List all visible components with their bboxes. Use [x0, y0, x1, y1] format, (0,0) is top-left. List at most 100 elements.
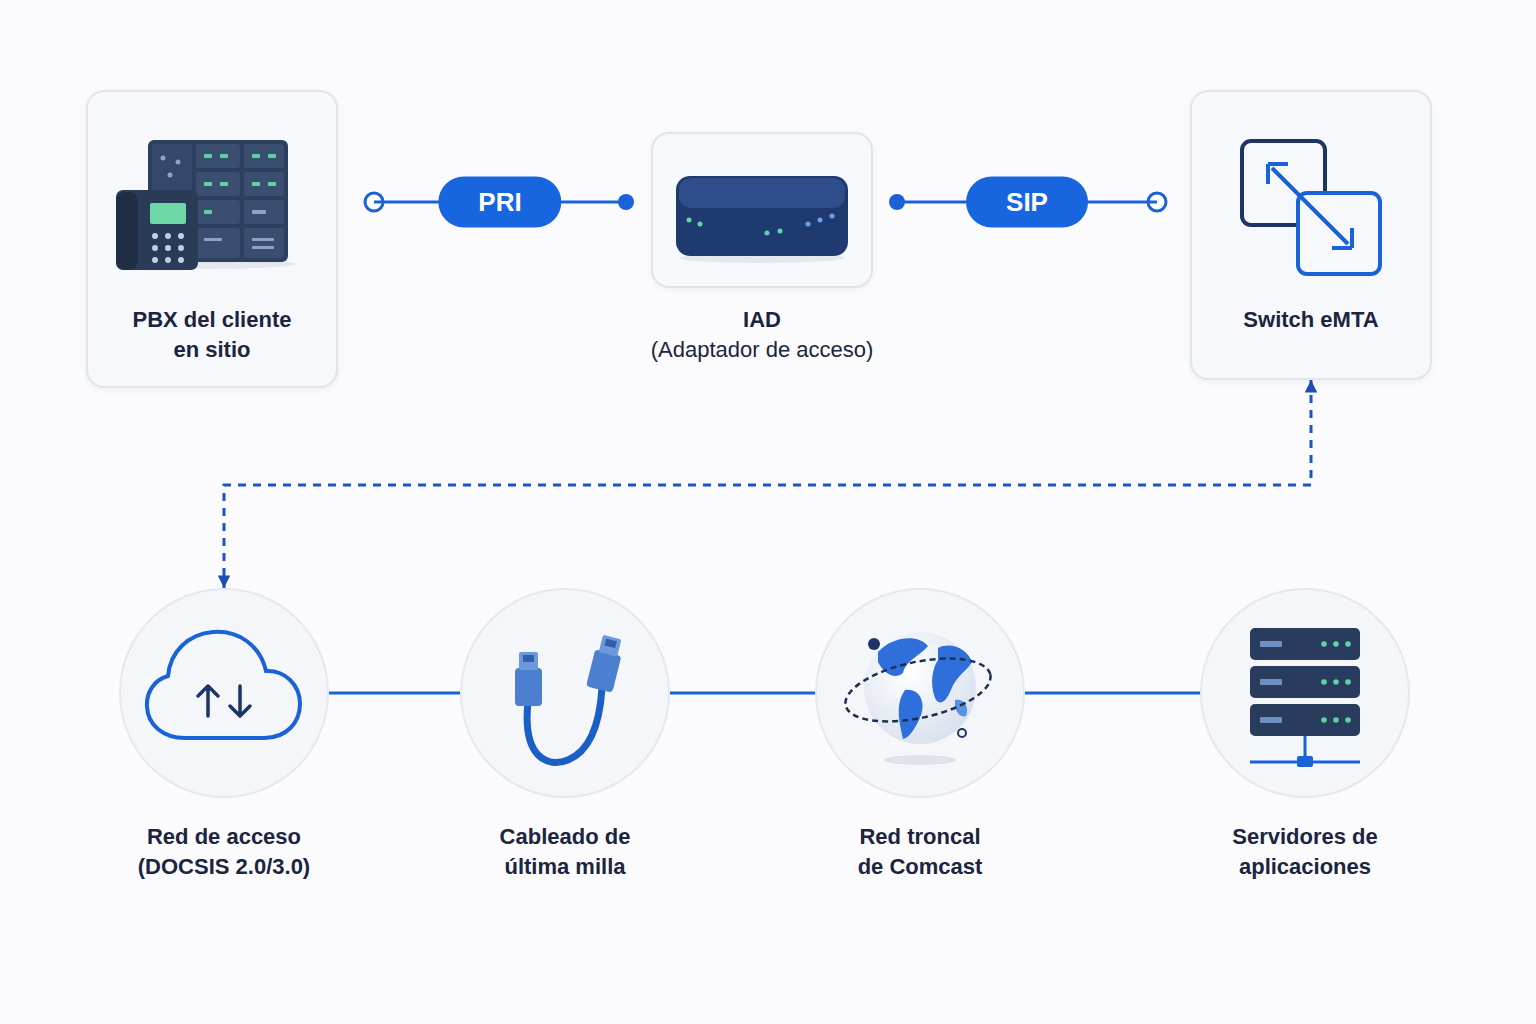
switch-symbol-part: [1272, 168, 1348, 244]
node-text-group: Red de acceso (DOCSIS 2.0/3.0): [0, 822, 449, 882]
cloud-icon-part: [230, 686, 250, 716]
connector-end-dot-part: [618, 194, 634, 210]
server-icon-part: [1304, 736, 1307, 760]
node-text-group: Switch eMTA: [1072, 305, 1536, 335]
iad-device-illustration-part: [687, 218, 692, 223]
switch-symbol-part: [1298, 193, 1380, 274]
node-text-group: PBX del cliente en sitio: [0, 305, 456, 365]
server-icon-part: [1250, 628, 1360, 660]
pbx-illustration-part: [176, 160, 181, 165]
connector-end-dot-part: [365, 193, 383, 211]
pbx-illustration-part: [165, 257, 171, 263]
globe-icon: [840, 632, 996, 765]
connector-line: [329, 692, 460, 695]
pbx-illustration-part: [116, 192, 138, 270]
pbx-illustration-part: [204, 210, 212, 214]
iad-device-illustration-part: [679, 178, 845, 208]
switch-symbol-part: [1242, 141, 1325, 225]
server-icon-part: [1321, 679, 1327, 685]
server-icon-part: [1250, 666, 1360, 698]
pbx-illustration-part: [252, 210, 266, 214]
connector-group: [224, 202, 1311, 693]
circle-shape: [1201, 589, 1409, 797]
dashed-connector: [224, 380, 1311, 588]
cable-icon: [515, 634, 625, 763]
switch-symbol-part: [1268, 164, 1288, 184]
circle-outline: [1200, 588, 1410, 798]
circle-shape: [816, 589, 1024, 797]
globe-icon-part: [878, 638, 928, 676]
globe-icon-part: [955, 700, 967, 717]
pbx-illustration-part: [268, 182, 276, 186]
switch-symbol-part: [1332, 228, 1352, 248]
iad-device-illustration-part: [698, 222, 703, 227]
pbx-illustration-part: [148, 140, 288, 262]
cable-icon-part: [586, 634, 625, 693]
switch-box: Switch eMTA: [1190, 90, 1432, 380]
server-icon-part: [1297, 756, 1313, 767]
node-title: IAD: [632, 305, 892, 335]
pbx-illustration-part: [244, 200, 284, 224]
server-icon-part: [1333, 717, 1339, 723]
connector-end-dot-part: [1148, 193, 1166, 211]
circle-outline: [815, 588, 1025, 798]
server-icon-part: [1345, 679, 1351, 685]
pbx-illustration-part: [268, 154, 276, 158]
connector-end-dot-part: [889, 194, 905, 210]
node-subtitle: (Adaptador de acceso): [612, 335, 912, 365]
pbx-illustration-part: [150, 203, 186, 224]
pbx-illustration-part: [252, 246, 274, 249]
globe-icon-part: [884, 755, 956, 765]
connector-end-dot: [365, 193, 1166, 211]
edge-label-pill: PRI: [438, 177, 561, 228]
server-icon-part: [1333, 641, 1339, 647]
globe-icon-part: [840, 647, 996, 733]
circle-shape: [120, 589, 328, 797]
pbx-illustration-part: [220, 182, 228, 186]
pbx-illustration-part: [152, 144, 192, 194]
node-title: Red troncal de Comcast: [850, 822, 990, 882]
pbx-illustration-part: [178, 257, 184, 263]
cloud-icon: [147, 632, 300, 738]
server-icon-part: [1333, 679, 1339, 685]
server-icon-part: [1250, 761, 1360, 764]
node-text-group: Cableado de última milla: [340, 822, 790, 882]
iad-device-illustration-part: [765, 231, 770, 236]
server-icon-part: [1260, 717, 1282, 723]
pbx-illustration-part: [244, 172, 284, 196]
server-icon-part: [1321, 717, 1327, 723]
cable-icon-part: [527, 688, 602, 762]
cloud-icon-part: [147, 632, 300, 738]
node-title: Servidores de aplicaciones: [1220, 822, 1390, 882]
node-title: Switch eMTA: [1191, 305, 1431, 335]
globe-icon-part: [864, 632, 976, 744]
cloud-icon-part: [198, 686, 218, 716]
pbx-illustration-part: [244, 228, 284, 258]
pbx-illustration-part: [252, 182, 260, 186]
cable-icon-part: [523, 655, 534, 662]
pbx-illustration-part: [178, 233, 184, 239]
server-icon-part: [1250, 704, 1360, 736]
pbx-illustration-part: [152, 245, 158, 251]
pbx-illustration-part: [116, 190, 198, 270]
pbx-illustration-part: [165, 233, 171, 239]
node-title: Red de acceso (DOCSIS 2.0/3.0): [132, 822, 317, 882]
node-text-group: IAD(Adaptador de acceso): [533, 305, 991, 365]
pbx-illustration-part: [115, 259, 295, 269]
cable-icon-part-part: [604, 639, 616, 648]
server-icon-part: [1260, 641, 1282, 647]
iad-device-illustration-part: [778, 229, 783, 234]
pbx-illustration-part: [161, 156, 166, 161]
connector-line: [338, 201, 651, 204]
circle-outline: [460, 588, 670, 798]
pbx-illustration-part: [204, 238, 222, 241]
server-icon-part: [1345, 641, 1351, 647]
connector-line: [1025, 692, 1200, 695]
pbx-illustration-part: [220, 154, 228, 158]
pbx-illustration-part: [152, 257, 158, 263]
pbx-illustration-part: [196, 200, 240, 224]
cable-icon-part-part: [586, 649, 621, 692]
node-text-group: Servidores de aplicaciones: [1080, 822, 1530, 882]
